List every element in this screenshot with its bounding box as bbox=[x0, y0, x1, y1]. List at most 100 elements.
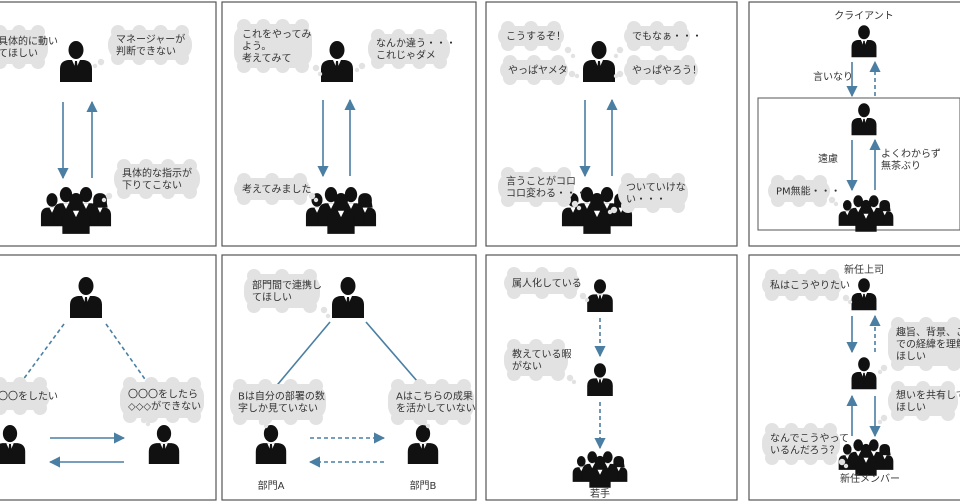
bubble-line: ◇◇◇ができない bbox=[128, 400, 201, 413]
arrow-left bbox=[267, 321, 331, 397]
bubble-but: でもなぁ・・・ bbox=[613, 21, 702, 59]
bubble-line: てほしい bbox=[252, 292, 292, 304]
panel-frame-7 bbox=[485, 254, 738, 501]
bubble-line: てほしい bbox=[0, 48, 38, 60]
junior-group-icon bbox=[572, 451, 628, 488]
bubble-line: PM無能・・・ bbox=[776, 185, 841, 198]
client-icon bbox=[851, 25, 877, 58]
bubble-quit: やっぱヤメタ bbox=[500, 55, 580, 85]
bubble-line: 部門間で連携し bbox=[252, 279, 322, 292]
manager-icon bbox=[583, 41, 615, 82]
panel-frame-4 bbox=[748, 1, 960, 247]
bubble-line: 趣旨、背景、これま bbox=[896, 326, 960, 339]
bubble-line: 私はこうやりたい bbox=[770, 280, 850, 292]
bubble-line: い・・・ bbox=[626, 195, 666, 206]
new-member-label: 新任メンバー bbox=[840, 472, 900, 485]
label-unreasonable: 無茶ぶり bbox=[881, 159, 921, 172]
manager-icon bbox=[321, 41, 353, 82]
bubble-personalized: 属人化している bbox=[504, 267, 590, 303]
bubble-line: Aはこちらの成果 bbox=[396, 391, 473, 403]
dept-a-icon bbox=[255, 425, 287, 464]
bubble-line: こうするぞ！ bbox=[506, 31, 566, 43]
bubble-line: 〇〇をしたい bbox=[0, 391, 58, 403]
bubble-line: ほしい bbox=[896, 351, 926, 363]
team-group-icon bbox=[305, 187, 377, 234]
panel-frame-5 bbox=[0, 254, 217, 501]
senior-icon bbox=[587, 279, 613, 312]
bubble-line: がない bbox=[512, 360, 542, 373]
bubble-line: よう。 bbox=[242, 41, 271, 53]
bubble-line: 具体的に動い bbox=[0, 35, 58, 48]
dept-b-label: 部門B bbox=[410, 479, 437, 492]
bubble-line: を活かしていない bbox=[396, 403, 476, 415]
client-label: クライアント bbox=[834, 10, 894, 22]
bubble-conflict: 〇〇〇をしたら◇◇◇ができない bbox=[120, 377, 204, 427]
bubble-line: 判断できない bbox=[116, 45, 176, 58]
bubble-line: ついていけな bbox=[626, 182, 686, 194]
team-group-icon bbox=[40, 187, 112, 234]
bubble-line: なんか違う・・・ bbox=[376, 37, 456, 50]
bubble-line: 属人化している bbox=[512, 277, 582, 290]
new-boss-icon bbox=[851, 278, 877, 311]
bubble-line: なんでこうやって bbox=[770, 433, 849, 445]
dept-a-label: 部門A bbox=[258, 479, 285, 492]
manager-icon bbox=[70, 277, 102, 318]
team-group-icon bbox=[838, 195, 894, 232]
bubble-pm-incompetent: PM無能・・・ bbox=[768, 175, 841, 207]
bubble-line: 〇〇〇をしたら bbox=[128, 389, 198, 401]
bubble-line: 具体的な指示が bbox=[122, 167, 192, 180]
label-reserve: 遠慮 bbox=[818, 152, 838, 165]
person-a-icon bbox=[0, 425, 26, 465]
bubble-line: Bは自分の部署の数 bbox=[238, 390, 325, 403]
person-b-icon bbox=[148, 425, 180, 464]
bubble-line: 想いを共有して bbox=[896, 389, 960, 402]
bubble-do-this: こうするぞ！ bbox=[498, 21, 576, 59]
label-unclear: よくわからず bbox=[881, 148, 941, 160]
bubble-line: 字しか見ていない bbox=[238, 402, 318, 415]
bubble-line: での経緯を理解して bbox=[896, 338, 960, 351]
bubble-line: これじゃダメ bbox=[376, 49, 436, 62]
bubble-line: 教えている暇 bbox=[512, 348, 572, 361]
bubble-line: でもなぁ・・・ bbox=[632, 31, 702, 43]
bubble-line: コロ変わる・・・ bbox=[506, 187, 586, 200]
bubble-not-this: なんか違う・・・これじゃダメ bbox=[354, 29, 456, 73]
bubble-i-want: 私はこうやりたい bbox=[762, 269, 853, 305]
mid-icon bbox=[587, 363, 613, 396]
new-member-group-icon bbox=[838, 439, 894, 476]
bubble-line: やっぱヤメタ bbox=[508, 65, 568, 77]
bubble-line: 言うことがコロ bbox=[506, 175, 576, 188]
bubble-thought-about-it: 考えてみました bbox=[234, 173, 319, 205]
middle-icon bbox=[851, 357, 877, 390]
bubble-line: マネージャーが bbox=[116, 33, 185, 46]
label-yes-man: 言いなり bbox=[813, 70, 853, 83]
panel-frame-2 bbox=[221, 1, 477, 247]
bubble-line: 下りてこない bbox=[122, 180, 182, 192]
bubble-line: やっぱやろう！ bbox=[632, 65, 702, 77]
dept-b-icon bbox=[407, 425, 439, 464]
panel-frame-8 bbox=[748, 254, 960, 501]
bubble-want-to: 〇〇をしたい bbox=[0, 377, 58, 415]
bubble-line: 考えてみました bbox=[242, 184, 312, 196]
bubble-do-anyway: やっぱやろう！ bbox=[613, 55, 702, 85]
junior-label: 若手 bbox=[590, 487, 610, 500]
bubble-line: 考えてみて bbox=[242, 53, 292, 65]
pm-icon bbox=[851, 103, 877, 136]
bubble-line: これをやってみ bbox=[242, 29, 312, 41]
panel-frame-6 bbox=[221, 254, 477, 501]
new-boss-label: 新任上司 bbox=[844, 263, 884, 276]
panel-frame-1 bbox=[0, 1, 217, 247]
bubble-line: ほしい bbox=[896, 402, 926, 414]
manager-icon bbox=[332, 277, 364, 318]
